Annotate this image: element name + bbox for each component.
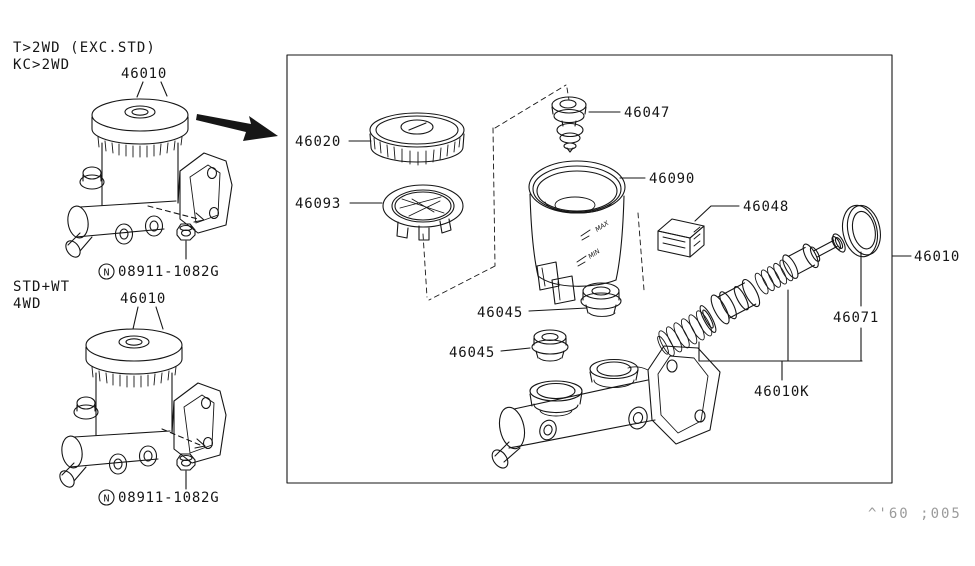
- variant-note-line4: 4WD: [13, 296, 42, 312]
- spring-2: [754, 259, 794, 295]
- label-grommet-lower[interactable]: 46045: [449, 345, 495, 361]
- variant-note-line2: KC>2WD: [13, 57, 70, 73]
- variant-note-line3: STD+WT: [13, 279, 70, 295]
- label-mc-assembly-1[interactable]: 46010: [121, 66, 167, 82]
- label-repair-kit[interactable]: 46010K: [754, 384, 809, 400]
- nut-symbol-2: N: [103, 494, 109, 505]
- variant-note-line1: T>2WD (EXC.STD): [13, 40, 156, 56]
- spring-1: [657, 310, 713, 357]
- nut-2-drawing: [161, 428, 206, 490]
- connector-drawing: [657, 218, 705, 258]
- nut-1-label[interactable]: N 08911-1082G: [98, 263, 220, 280]
- mc-assembly-2wd-drawing: [65, 98, 233, 258]
- doc-code: ^'60 ;005: [868, 506, 962, 522]
- detail-box-border: [286, 54, 893, 484]
- circled-n-icon: [98, 263, 115, 280]
- leader-grommet-lower: [500, 347, 531, 352]
- grommet-upper-drawing: [580, 282, 622, 317]
- label-grommet-upper[interactable]: 46045: [477, 305, 523, 321]
- secondary-piston: [782, 243, 819, 279]
- leader-mc2: [132, 306, 164, 330]
- label-cap-valve[interactable]: 46047: [624, 105, 670, 121]
- label-reservoir[interactable]: 46090: [649, 171, 695, 187]
- label-snap-ring[interactable]: 46071: [833, 310, 879, 326]
- nut-2-label[interactable]: N 08911-1082G: [98, 489, 220, 506]
- nut-symbol-1: N: [103, 268, 109, 279]
- dashed-construction-lines: [422, 84, 645, 301]
- dashed-leader-nut1: [147, 205, 199, 220]
- primary-piston: [710, 278, 761, 325]
- cylinder-body-drawing: [491, 345, 721, 469]
- arrow-right-icon: [196, 114, 278, 141]
- retainer-washer: [699, 305, 717, 333]
- cap-valve-drawing: [551, 96, 587, 153]
- label-cap[interactable]: 46020: [295, 134, 341, 150]
- leader-connector: [694, 205, 740, 222]
- label-float[interactable]: 46093: [295, 196, 341, 212]
- label-nut-part-1: 08911-1082G: [118, 264, 220, 280]
- reservoir-drawing: [528, 160, 626, 305]
- nut-1-drawing: [147, 205, 205, 260]
- push-rod: [809, 236, 842, 262]
- leader-mc1: [136, 81, 168, 98]
- grommet-lower-drawing: [531, 329, 569, 362]
- label-connector[interactable]: 46048: [743, 199, 789, 215]
- stop-washer: [832, 233, 846, 253]
- bracket-repair-kit: [698, 289, 863, 381]
- piston-kit-drawing: [657, 204, 881, 357]
- label-nut-part-2: 08911-1082G: [118, 490, 220, 506]
- dashed-leader-nut2: [161, 428, 201, 446]
- circled-n-icon: [98, 489, 115, 506]
- float-drawing: [382, 184, 464, 241]
- leader-grommet-upper: [528, 307, 588, 312]
- label-mc-assembly-2[interactable]: 46010: [120, 291, 166, 307]
- label-mc-assembly-right[interactable]: 46010: [914, 249, 960, 265]
- snap-ring-drawing: [841, 204, 881, 258]
